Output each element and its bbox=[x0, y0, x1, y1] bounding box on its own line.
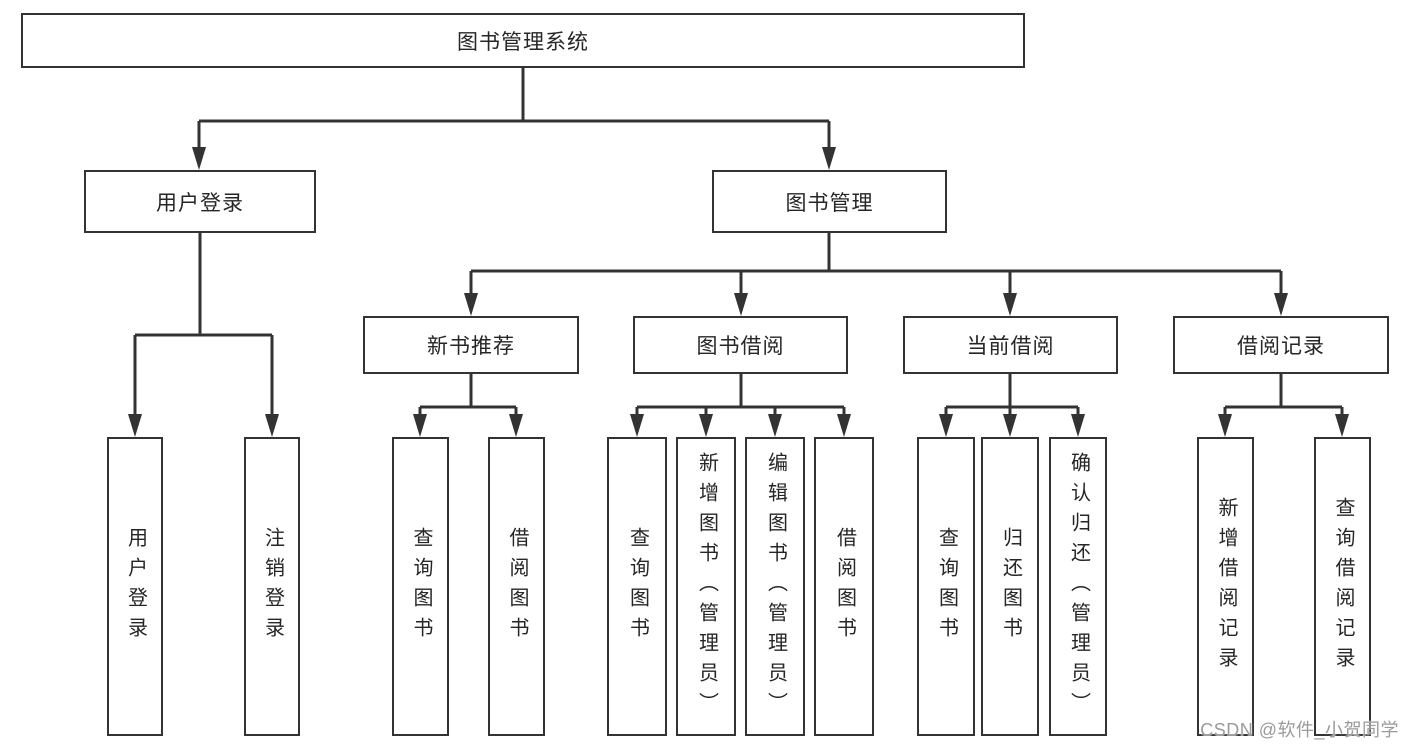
leaf-bb-add-book-admin: 新增图书（管理员） bbox=[676, 437, 736, 736]
node-root-system: 图书管理系统 bbox=[21, 13, 1025, 68]
node-label: 查询图书 bbox=[935, 526, 958, 647]
node-label: 确认归还（管理员） bbox=[1067, 451, 1090, 722]
node-label: 图书管理 bbox=[785, 191, 874, 215]
node-label: 新增图书（管理员） bbox=[695, 451, 718, 722]
node-label: 查询借阅记录 bbox=[1332, 496, 1354, 677]
leaf-nbr-borrow-book: 借阅图书 bbox=[488, 437, 545, 736]
watermark: CSDN @软件_小贺同学 bbox=[1200, 720, 1399, 740]
node-label: 用户登录 bbox=[156, 191, 244, 215]
node-label: 归还图书 bbox=[999, 526, 1022, 647]
node-label: 查询图书 bbox=[626, 526, 649, 647]
leaf-cb-confirm-return-admin: 确认归还（管理员） bbox=[1049, 437, 1107, 736]
node-label: 当前借阅 bbox=[966, 335, 1055, 358]
node-label: 新书推荐 bbox=[427, 335, 515, 358]
node-label: 图书借阅 bbox=[696, 335, 785, 358]
leaf-cb-return-book: 归还图书 bbox=[981, 437, 1039, 736]
node-current-borrowing: 当前借阅 bbox=[903, 316, 1118, 374]
node-label: 编辑图书（管理员） bbox=[764, 451, 787, 722]
leaf-bb-query-book: 查询图书 bbox=[607, 437, 667, 736]
node-book-borrowing: 图书借阅 bbox=[633, 316, 848, 374]
node-label: 查询图书 bbox=[410, 526, 432, 647]
node-user-login: 用户登录 bbox=[84, 170, 316, 233]
node-label: 借阅图书 bbox=[506, 526, 528, 647]
node-new-book-recommendation: 新书推荐 bbox=[363, 316, 579, 374]
leaf-cb-query-book: 查询图书 bbox=[917, 437, 975, 736]
node-label: 用户登录 bbox=[124, 526, 147, 647]
node-book-management: 图书管理 bbox=[712, 170, 947, 233]
node-label: 注销登录 bbox=[261, 526, 284, 647]
leaf-logout-login: 注销登录 bbox=[244, 437, 300, 736]
node-label: 借阅图书 bbox=[833, 526, 856, 647]
node-label: 借阅记录 bbox=[1237, 335, 1325, 358]
node-label: 新增借阅记录 bbox=[1215, 496, 1237, 677]
leaf-br-query-record: 查询借阅记录 bbox=[1314, 437, 1371, 736]
leaf-bb-borrow-book: 借阅图书 bbox=[814, 437, 874, 736]
leaf-br-add-record: 新增借阅记录 bbox=[1197, 437, 1254, 736]
leaf-user-login: 用户登录 bbox=[107, 437, 163, 736]
leaf-bb-edit-book-admin: 编辑图书（管理员） bbox=[745, 437, 805, 736]
node-label: 图书管理系统 bbox=[457, 30, 589, 54]
leaf-nbr-query-book: 查询图书 bbox=[392, 437, 449, 736]
node-borrowing-records: 借阅记录 bbox=[1173, 316, 1389, 374]
